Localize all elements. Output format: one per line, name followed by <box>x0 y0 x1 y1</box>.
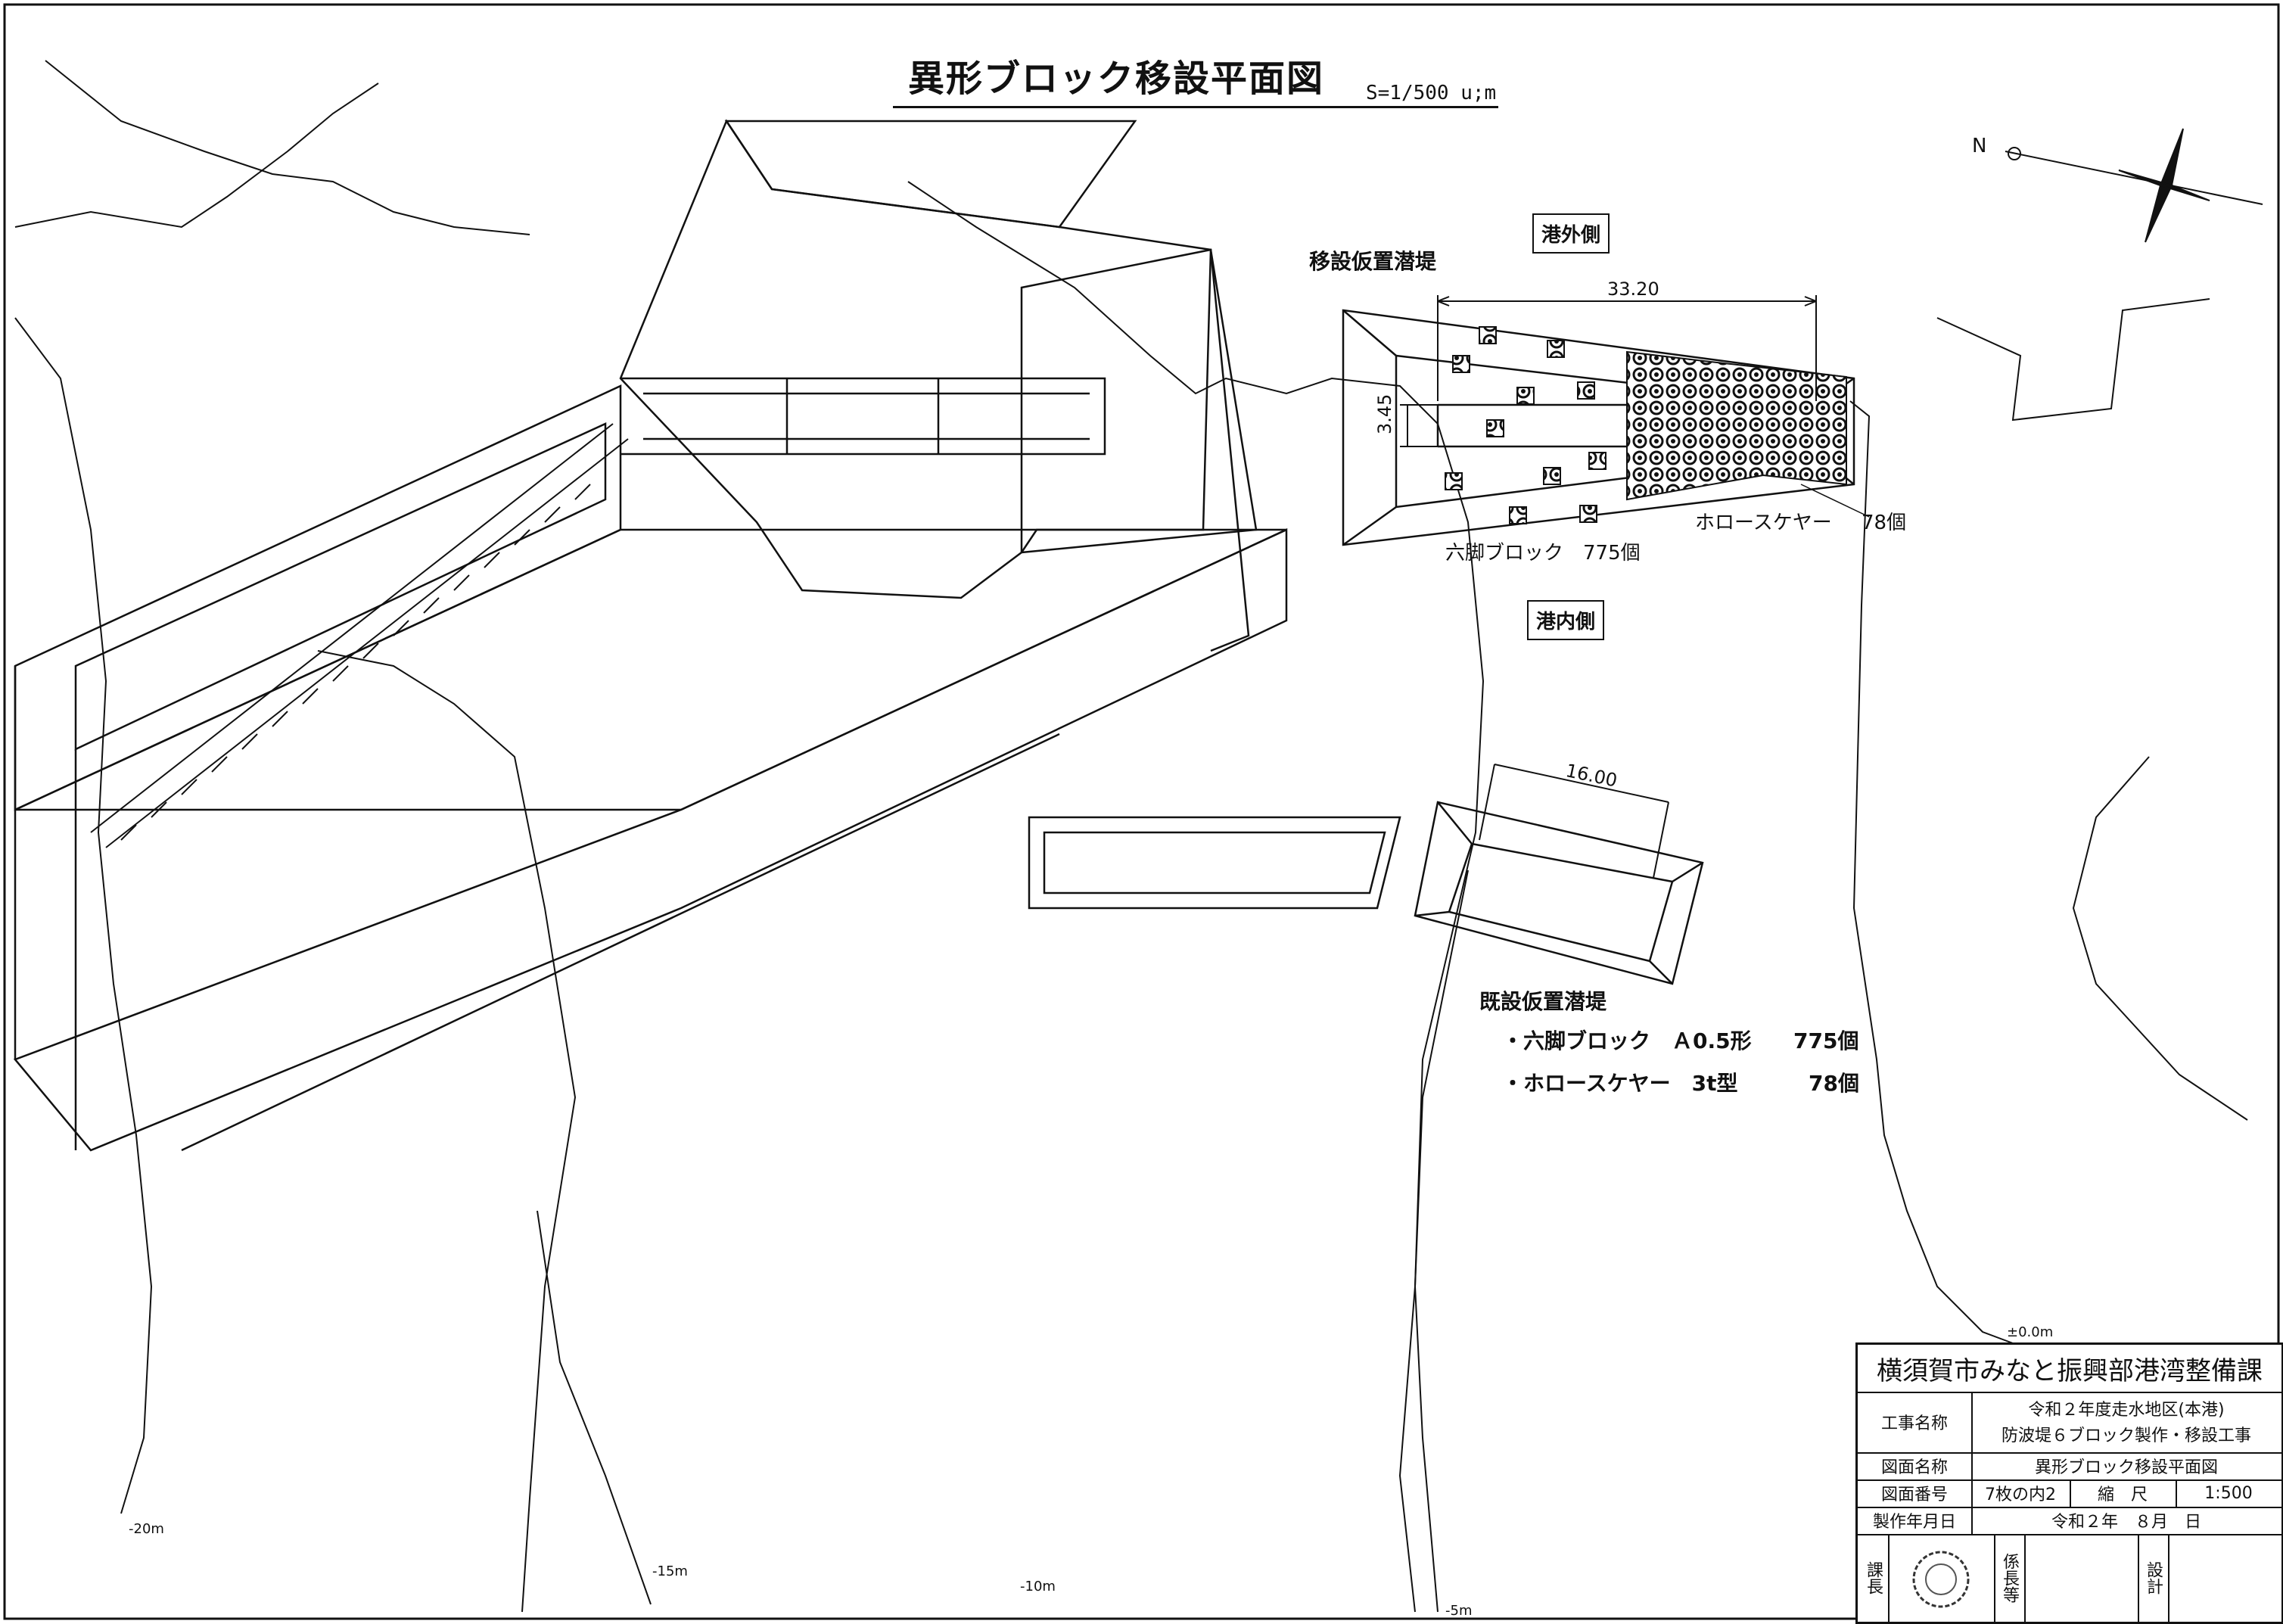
existing-item-count: 78個 <box>1809 1071 1859 1096</box>
contour-line-east-3 <box>2072 756 2248 1121</box>
date-value: 令和２年 ８月 日 <box>2051 1513 2201 1532</box>
contour-line-15m <box>537 1210 652 1605</box>
project-value-1: 令和２年度走水地区(本港) <box>2028 1401 2225 1420</box>
existing-breakwater-label: 既設仮置潜堤 <box>1479 989 1607 1014</box>
existing-submerged-breakwater-tilted <box>1414 801 1704 985</box>
title-underline <box>893 106 1498 108</box>
existing-item-name: ・ホロースケヤー 3t型 <box>1502 1071 1738 1096</box>
drawing-value: 異形ブロック移設平面図 <box>2034 1458 2218 1477</box>
hexapod-blocks <box>1445 326 1606 524</box>
dimension-16 <box>1479 764 1669 879</box>
dimension-33 <box>1437 295 1817 401</box>
contour-label: -5m <box>1445 1603 1473 1619</box>
existing-item-count: 775個 <box>1793 1028 1859 1053</box>
page-title: 異形ブロック移設平面図 <box>908 58 1325 100</box>
contour-label: -10m <box>1020 1579 1056 1594</box>
approval-stamp-icon <box>1912 1551 1970 1608</box>
north-label: N <box>1972 135 1987 157</box>
existing-submerged-breakwater <box>1028 816 1401 910</box>
contour-line-10m <box>317 650 577 1613</box>
north-arrow-icon <box>2005 128 2263 243</box>
number-label: 図面番号 <box>1880 1486 1948 1504</box>
contour-line-5m <box>1398 870 1469 1613</box>
dimension-345 <box>1400 404 1438 447</box>
contour-line-20m <box>14 317 153 1514</box>
leader-lines <box>1800 484 1870 518</box>
date-label: 製作年月日 <box>1872 1513 1956 1532</box>
contour-line-north <box>45 60 530 235</box>
design-label: 設計 <box>2144 1561 2163 1594</box>
breakwater-existing <box>13 384 1288 1152</box>
project-label: 工事名称 <box>1880 1414 1948 1433</box>
drawing-label: 図面名称 <box>1880 1458 1948 1477</box>
contour-lines <box>14 60 2248 1613</box>
relocation-label: 移設仮置潜堤 <box>1309 249 1437 274</box>
title-block: 横須賀市みなと振興部港湾整備課 工事名称 令和２年度走水地区(本港) 防波堤６ブ… <box>1855 1342 2283 1624</box>
contour-label: -15m <box>652 1563 688 1579</box>
project-value-2: 防波堤６ブロック製作・移設工事 <box>2001 1426 2251 1445</box>
existing-item-name: ・六脚ブロック Ａ0.5形 <box>1502 1028 1752 1053</box>
inner-side-label: 港内側 <box>1527 600 1605 640</box>
contour-line-0m <box>907 181 1485 1613</box>
contour-line-east <box>1849 400 2014 1344</box>
scale-label: S=1/500 u;m <box>1366 82 1497 104</box>
sheet-border <box>3 3 2280 1620</box>
scale-label-cell: 縮 尺 <box>2097 1486 2148 1504</box>
number-value: 7枚の内2 <box>1985 1486 2056 1504</box>
staff-label: 係長等 <box>2000 1553 2019 1603</box>
contour-line-nw <box>14 82 379 229</box>
dimension-length-label: 33.20 <box>1607 278 1659 300</box>
relocated-hollow-label: ホロースケヤー <box>1695 512 1832 534</box>
relocated-hexapod-label: 六脚ブロック 775個 <box>1445 542 1641 565</box>
contour-label: ±0.0m <box>2007 1324 2054 1340</box>
relocated-hollow-count: 78個 <box>1862 512 1907 534</box>
scale-value-cell: 1:500 <box>2204 1483 2253 1503</box>
department-name: 横須賀市みなと振興部港湾整備課 <box>1877 1355 2263 1386</box>
chief-label: 課長 <box>1864 1561 1883 1594</box>
dimension-width-label: 3.45 <box>1374 394 1395 434</box>
breakwater-hatching <box>90 423 629 848</box>
hollow-square-blocks <box>1626 350 1847 501</box>
contour-line-east-2 <box>1936 298 2210 422</box>
outer-side-label: 港外側 <box>1532 213 1610 254</box>
harbor-structure <box>619 119 1258 652</box>
contour-label: -20m <box>129 1521 164 1537</box>
